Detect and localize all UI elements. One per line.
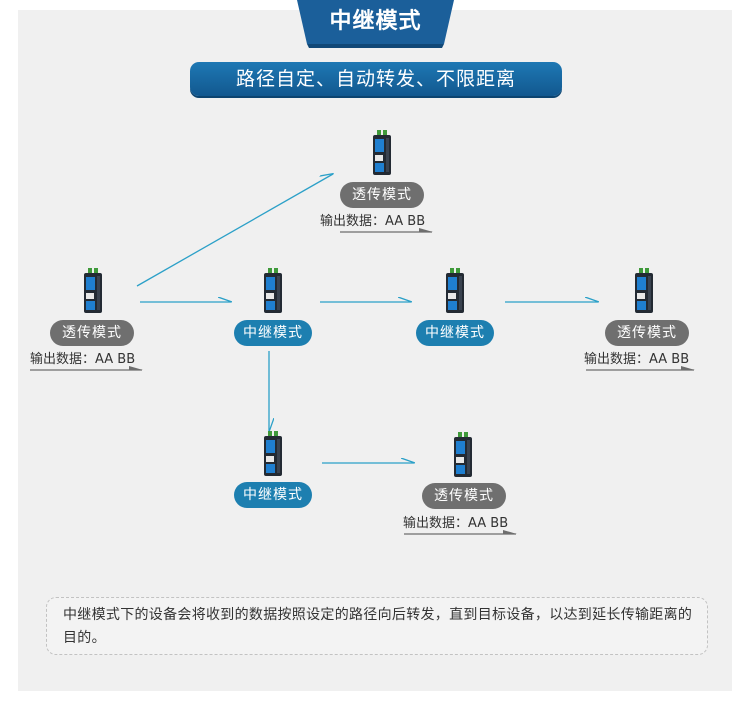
radio-module-icon	[446, 268, 464, 313]
mode-badge-left: 透传模式	[50, 320, 134, 346]
mode-badge-bottom-center: 透传模式	[422, 483, 506, 509]
mode-badge-relay-1: 中继模式	[234, 320, 312, 346]
device-right	[633, 268, 655, 314]
radio-module-icon	[635, 268, 653, 313]
mode-badge-right: 透传模式	[605, 320, 689, 346]
output-label-top-center: 输出数据：AA BB	[320, 214, 426, 229]
output-label-bottom-center: 输出数据：AA BB	[403, 516, 509, 531]
radio-module-icon	[264, 431, 282, 476]
description-text: 中继模式下的设备会将收到的数据按照设定的路径向后转发，直到目标设备，以达到延长传…	[63, 607, 693, 646]
title-tab: 中继模式	[297, 0, 454, 48]
title-tab-shape	[297, 0, 454, 48]
radio-module-icon	[373, 130, 391, 175]
radio-module-icon	[84, 268, 102, 313]
diagram-panel	[18, 10, 732, 691]
mode-badge-relay-2: 中继模式	[416, 320, 494, 346]
flow-arrow-left-to-top	[136, 174, 333, 287]
device-relay-3	[262, 431, 284, 477]
device-left	[82, 268, 104, 314]
device-bottom-center	[452, 432, 474, 478]
mode-badge-top-center: 透传模式	[340, 182, 424, 208]
mode-badge-relay-3: 中继模式	[234, 482, 312, 508]
radio-module-icon	[264, 268, 282, 313]
page-title: 中继模式	[329, 9, 422, 34]
radio-module-icon	[454, 432, 472, 477]
device-top-center	[371, 130, 393, 176]
device-relay-1	[262, 268, 284, 314]
subtitle-banner: 路径自定、自动转发、不限距离	[190, 62, 562, 96]
device-relay-2	[444, 268, 466, 314]
output-label-left: 输出数据：AA BB	[30, 352, 136, 367]
description-box: 中继模式下的设备会将收到的数据按照设定的路径向后转发，直到目标设备，以达到延长传…	[46, 597, 708, 655]
output-label-right: 输出数据：AA BB	[584, 352, 690, 367]
